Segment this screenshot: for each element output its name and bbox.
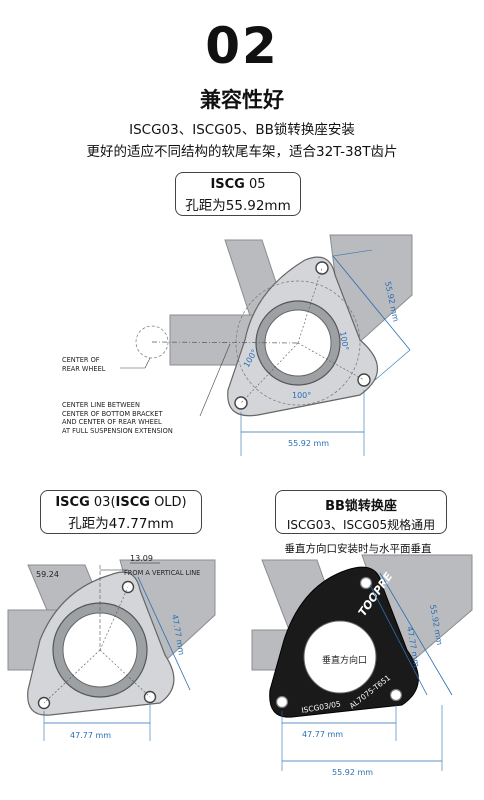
iscg03-version-old: OLD) (149, 495, 187, 510)
iscg03-angle: 59.24 (36, 570, 59, 579)
iscg05-brand: ISCG (210, 177, 245, 192)
feature-title: 兼容性好 (200, 88, 284, 112)
bolt-circle (235, 280, 361, 406)
iscg03-offset-note: FROM A VERTICAL LINE (124, 569, 200, 577)
iscg03-brand: ISCG (55, 495, 90, 510)
bb-dim-h-inner: 47.77 mm (302, 730, 343, 739)
iscg03-offset: 13.09 (130, 554, 153, 563)
bolt-hole-left (234, 396, 248, 410)
iscg05-angle-c: 100° (338, 331, 350, 352)
feature-line-2: 更好的适应不同结构的软尾车架，适合32T-38T齿片 (86, 144, 398, 160)
bolt-hole-top (315, 261, 329, 275)
bb-label-box: BB锁转换座 ISCG03、ISCG05规格通用 (275, 490, 447, 534)
iscg05-version: 05 (244, 177, 266, 192)
iscg03-brand-old: ISCG (115, 495, 150, 510)
bb-note: 垂直方向口安装时与水平面垂直 (284, 543, 432, 555)
feature-line-1: ISCG03、ISCG05、BB锁转换座安装 (129, 122, 355, 138)
bb-title: BB锁转换座 (325, 499, 397, 514)
iscg03-diagram: 13.09 FROM A VERTICAL LINE 59.24 47.77 m… (7, 554, 216, 741)
iscg03-label-box: ISCG 03(ISCG OLD) 孔距为47.77mm (40, 490, 202, 534)
iscg05-dim-horizontal: 55.92 mm (288, 439, 329, 448)
iscg03-spacing: 孔距为47.77mm (68, 516, 174, 532)
bb-subtitle: ISCG03、ISCG05规格通用 (286, 518, 436, 532)
bb-inner-label: 垂直方向口 (322, 654, 367, 666)
iscg05-angle-b: 100° (292, 391, 311, 400)
section-number: 02 (205, 17, 279, 75)
iscg05-label-box: ISCG 05 孔距为55.92mm (175, 172, 301, 216)
iscg05-diagram: 55.92 mm 55.92 mm 100° 100° 100° (120, 234, 413, 456)
bb-adapter-opening (303, 620, 377, 694)
iscg03-version: 03( (89, 495, 116, 510)
iscg05-note-center: CENTER OF REAR WHEEL (62, 356, 106, 373)
bolt-hole-right (357, 373, 371, 387)
iscg05-spacing: 孔距为55.92mm (185, 198, 291, 214)
iscg03-dim-horizontal: 47.77 mm (70, 731, 111, 740)
centerline (151, 341, 299, 344)
rear-wheel-center-mark (135, 325, 169, 359)
bb-dim-h-outer: 55.92 mm (332, 768, 373, 777)
iscg05-note-line: CENTER LINE BETWEEN CENTER OF BOTTOM BRA… (62, 401, 173, 435)
bb-diagram: TOOPRE AL7075-T651 ISCG03/05 垂直方向口 55.92… (251, 554, 473, 777)
